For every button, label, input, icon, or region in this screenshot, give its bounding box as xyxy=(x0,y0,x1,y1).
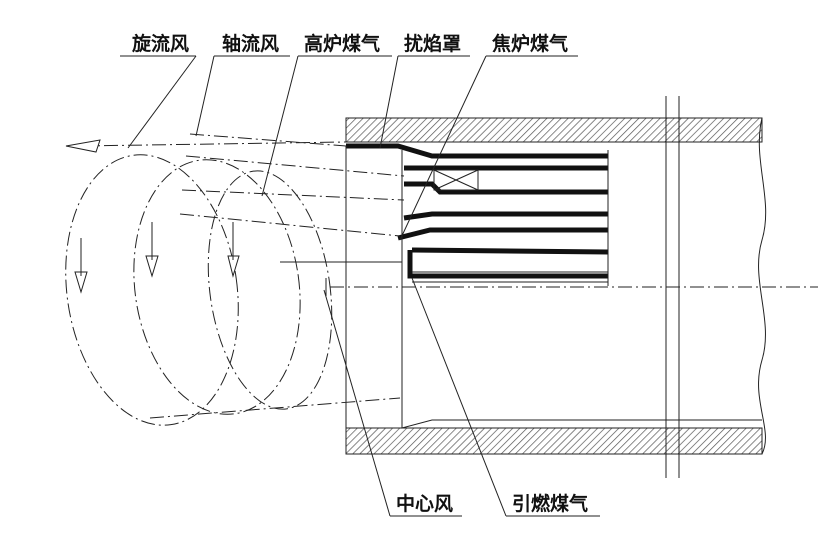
label-center-air: 中心风 xyxy=(396,492,453,515)
label-ignition-gas: 引燃煤气 xyxy=(512,492,588,515)
break-line xyxy=(758,117,767,455)
flame-shield-box xyxy=(433,169,479,191)
flow-lines xyxy=(79,133,405,419)
pipe-wall-bottom xyxy=(345,427,763,455)
label-coke-gas: 焦炉煤气 xyxy=(491,32,568,55)
label-flame-shield: 扰焰罩 xyxy=(404,32,461,55)
flow-arrows xyxy=(65,139,240,294)
label-bf-gas: 高炉煤气 xyxy=(304,32,380,55)
swirl-ellipses xyxy=(65,154,333,426)
burner-ducts xyxy=(346,143,609,286)
pipe-wall-top xyxy=(345,117,763,143)
label-axial-air: 轴流风 xyxy=(222,32,279,55)
leader-lines xyxy=(120,55,600,517)
label-swirl-air: 旋流风 xyxy=(131,32,189,55)
